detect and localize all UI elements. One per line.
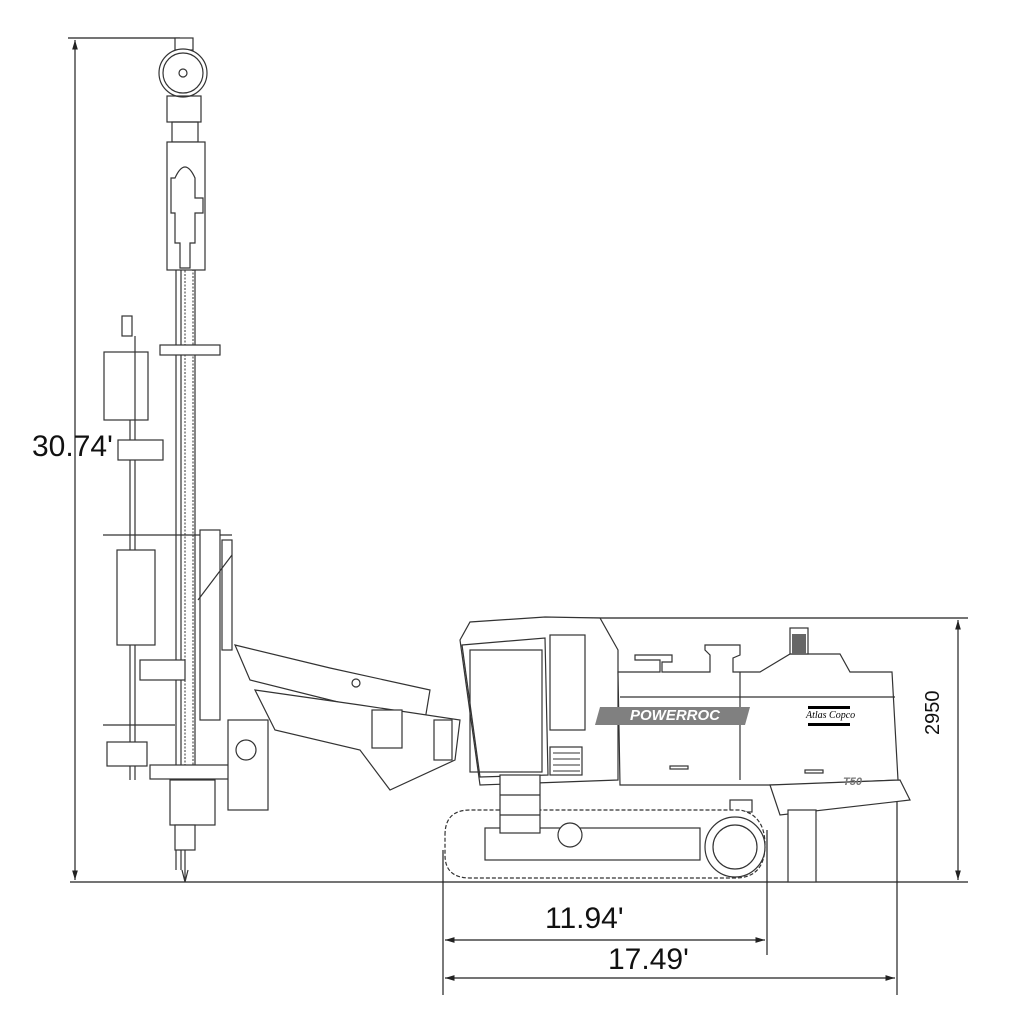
drill-mast	[103, 37, 269, 883]
total-height-label: 30.74'	[32, 430, 113, 463]
crawler-track	[444, 774, 766, 879]
total-length-label: 17.49'	[608, 943, 689, 976]
carrier-body	[459, 616, 911, 883]
powerroc-stripe	[595, 707, 750, 725]
boom-arm	[233, 644, 461, 791]
dimension-lines	[68, 37, 968, 995]
model-number-text: T50	[843, 776, 862, 788]
machine-height-label: 2950	[922, 690, 944, 736]
manufacturer-logo: Atlas Copco	[806, 710, 856, 721]
model-name-text: POWERROC	[630, 707, 720, 724]
track-length-label: 11.94'	[545, 902, 624, 935]
